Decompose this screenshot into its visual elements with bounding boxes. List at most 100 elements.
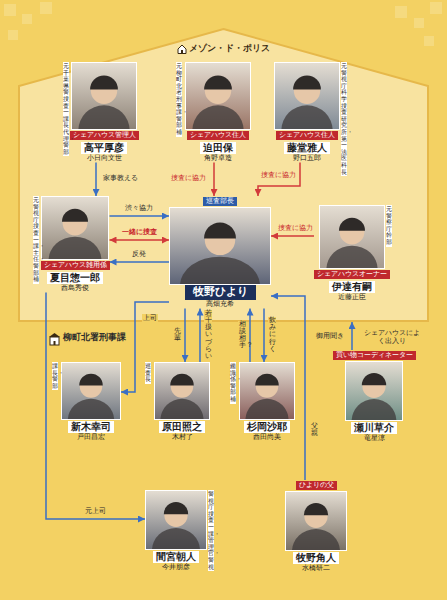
person-card: 新木幸司戸田昌宏課長・警部 xyxy=(61,362,121,441)
relation-label: シェアハウスによく出入り xyxy=(361,329,423,346)
relation-arrow xyxy=(199,309,201,362)
portrait-silhouette xyxy=(346,362,402,420)
person-card: シェアハウスオーナー伊達有嗣近藤正臣 元警察庁幹部 xyxy=(314,205,390,301)
person-card: 杉岡沙耶西田尚美鑑識係・警部補 xyxy=(239,362,295,441)
portrait-silhouette xyxy=(42,197,108,259)
relation-label: 飲みに行く xyxy=(268,317,277,353)
character-name: 伊達有嗣 xyxy=(329,281,375,293)
relation-arrow xyxy=(110,239,170,241)
actor-name: 水橋研二 xyxy=(302,565,330,572)
person-card: シェアハウス住人藤堂雅人野口五郎元警視庁科学捜査研究所・第一法医科長 xyxy=(274,62,340,162)
character-name: 牧野角人 xyxy=(293,552,339,564)
affiliation-text: 元柳町北署刑事課・警部補 xyxy=(176,62,182,137)
relation-label: 渋々協力 xyxy=(124,204,154,212)
portrait-photo xyxy=(71,62,137,130)
character-name: 藤堂雅人 xyxy=(284,142,330,154)
role-label: シェアハウス雑用係 xyxy=(41,261,110,270)
actor-name: 今井朋彦 xyxy=(162,564,190,571)
relation-arrow xyxy=(249,309,251,362)
portrait-photo xyxy=(319,205,385,269)
portrait-photo xyxy=(145,490,207,550)
relation-label: 先輩 xyxy=(173,328,182,342)
role-label: シェアハウス管理人 xyxy=(70,131,139,140)
person-card: 間宮朝人今井朋彦警視庁捜査一課・管理官・警視 xyxy=(145,490,207,571)
portrait-photo xyxy=(274,62,340,130)
actor-name: 小日向文世 xyxy=(87,155,122,162)
portrait-photo xyxy=(169,207,271,285)
person-card: 巡査部長牧野ひより高畑充希 xyxy=(169,196,271,309)
affiliation-text: 課長・警部 xyxy=(52,362,58,390)
actor-name: 高畑充希 xyxy=(206,301,234,308)
character-name: 牧野ひより xyxy=(185,285,256,300)
actor-name: 竜星涼 xyxy=(364,435,385,442)
actor-name: 近藤正臣 xyxy=(338,294,366,301)
relation-label: 家事教える xyxy=(102,174,139,182)
affiliation-text: 元警視庁科学捜査研究所・第一法医科長 xyxy=(341,62,347,176)
relation-arrow xyxy=(213,162,215,196)
house-title: メゾン・ド・ポリス xyxy=(189,44,270,54)
character-name: 杉岡沙耶 xyxy=(244,421,290,433)
portrait-silhouette xyxy=(62,363,120,419)
actor-name: 野口五郎 xyxy=(293,155,321,162)
portrait-silhouette xyxy=(286,492,346,550)
relation-label: 捜査に協力 xyxy=(277,224,314,232)
character-name: 原田照之 xyxy=(159,421,205,433)
house-region: メゾン・ド・ポリスシェアハウス管理人高平厚彦小日向文世元千葉県警捜査一課長代理・… xyxy=(18,28,429,322)
person-card: 買い物コーディネーター瀬川草介竜星涼 xyxy=(333,350,416,442)
person-card: シェアハウス雑用係夏目惣一郎西島秀俊元警視庁捜査一課・主任・警部補 xyxy=(41,196,110,292)
character-name: 高平厚彦 xyxy=(81,142,127,154)
relation-label: 相談相手？ xyxy=(238,321,247,350)
relation-note: 御用聞き xyxy=(315,332,345,340)
portrait-silhouette xyxy=(275,63,339,129)
affiliation-text: 元千葉県警捜査一課長代理・警部 xyxy=(63,62,69,156)
affiliation-text: 元警察庁幹部 xyxy=(386,205,392,247)
relation-label: 反発 xyxy=(131,250,147,258)
affiliation-text: 警視庁捜査一課・管理官・警視 xyxy=(208,490,214,571)
affiliation-text: 巡査長 xyxy=(145,362,151,384)
person-card: シェアハウス管理人高平厚彦小日向文世元千葉県警捜査一課長代理・警部 xyxy=(70,62,139,162)
actor-name: 西島秀俊 xyxy=(61,285,89,292)
relation-arrow xyxy=(258,162,300,196)
role-label: シェアハウス住人 xyxy=(276,131,338,140)
relation-arrow xyxy=(110,215,170,217)
house-icon xyxy=(177,44,187,54)
person-card: 原田照之木村了巡査長 xyxy=(154,362,210,441)
relation-label: 捜査に協力 xyxy=(170,174,207,182)
character-name: 夏目惣一郎 xyxy=(47,272,103,284)
relation-arrow xyxy=(46,292,145,519)
role-label: ひよりの父 xyxy=(296,481,337,490)
relation-label: 捜査に協力 xyxy=(260,171,297,179)
portrait-silhouette xyxy=(186,63,250,129)
portrait-silhouette xyxy=(72,63,136,129)
title-row: メゾン・ド・ポリス xyxy=(18,44,429,54)
building-icon xyxy=(49,333,60,345)
character-name: 間宮朝人 xyxy=(153,551,199,563)
portrait-photo xyxy=(185,62,251,130)
relation-arrow xyxy=(95,162,97,196)
actor-name: 木村了 xyxy=(172,434,193,441)
character-name: 迫田保 xyxy=(200,142,236,154)
relation-label: 父親 xyxy=(310,423,319,437)
actor-name: 角野卓造 xyxy=(204,155,232,162)
portrait-photo xyxy=(239,362,295,420)
portrait-photo xyxy=(345,361,403,421)
relation-arrow xyxy=(263,309,265,362)
relation-label: 元上司 xyxy=(84,507,107,515)
portrait-silhouette xyxy=(170,208,270,284)
role-label: シェアハウス住人 xyxy=(187,131,249,140)
portrait-photo xyxy=(154,362,210,420)
character-name: 新木幸司 xyxy=(68,421,114,433)
portrait-silhouette xyxy=(146,491,206,549)
relation-label: 一緒に捜査 xyxy=(121,228,158,236)
role-label: シェアハウスオーナー xyxy=(314,270,390,279)
affiliation-text: 元警視庁捜査一課・主任・警部補 xyxy=(33,196,39,284)
actor-name: 戸田昌宏 xyxy=(77,434,105,441)
relation-arrow xyxy=(110,261,170,263)
tile-pattern xyxy=(4,2,442,46)
portrait-photo xyxy=(41,196,109,260)
role-label: 買い物コーディネーター xyxy=(333,351,416,360)
relation-label: 若干扱いづらい xyxy=(204,310,213,360)
character-name: 瀬川草介 xyxy=(351,422,397,434)
relation-label: 上司 xyxy=(142,314,158,322)
house-shape xyxy=(19,29,428,321)
